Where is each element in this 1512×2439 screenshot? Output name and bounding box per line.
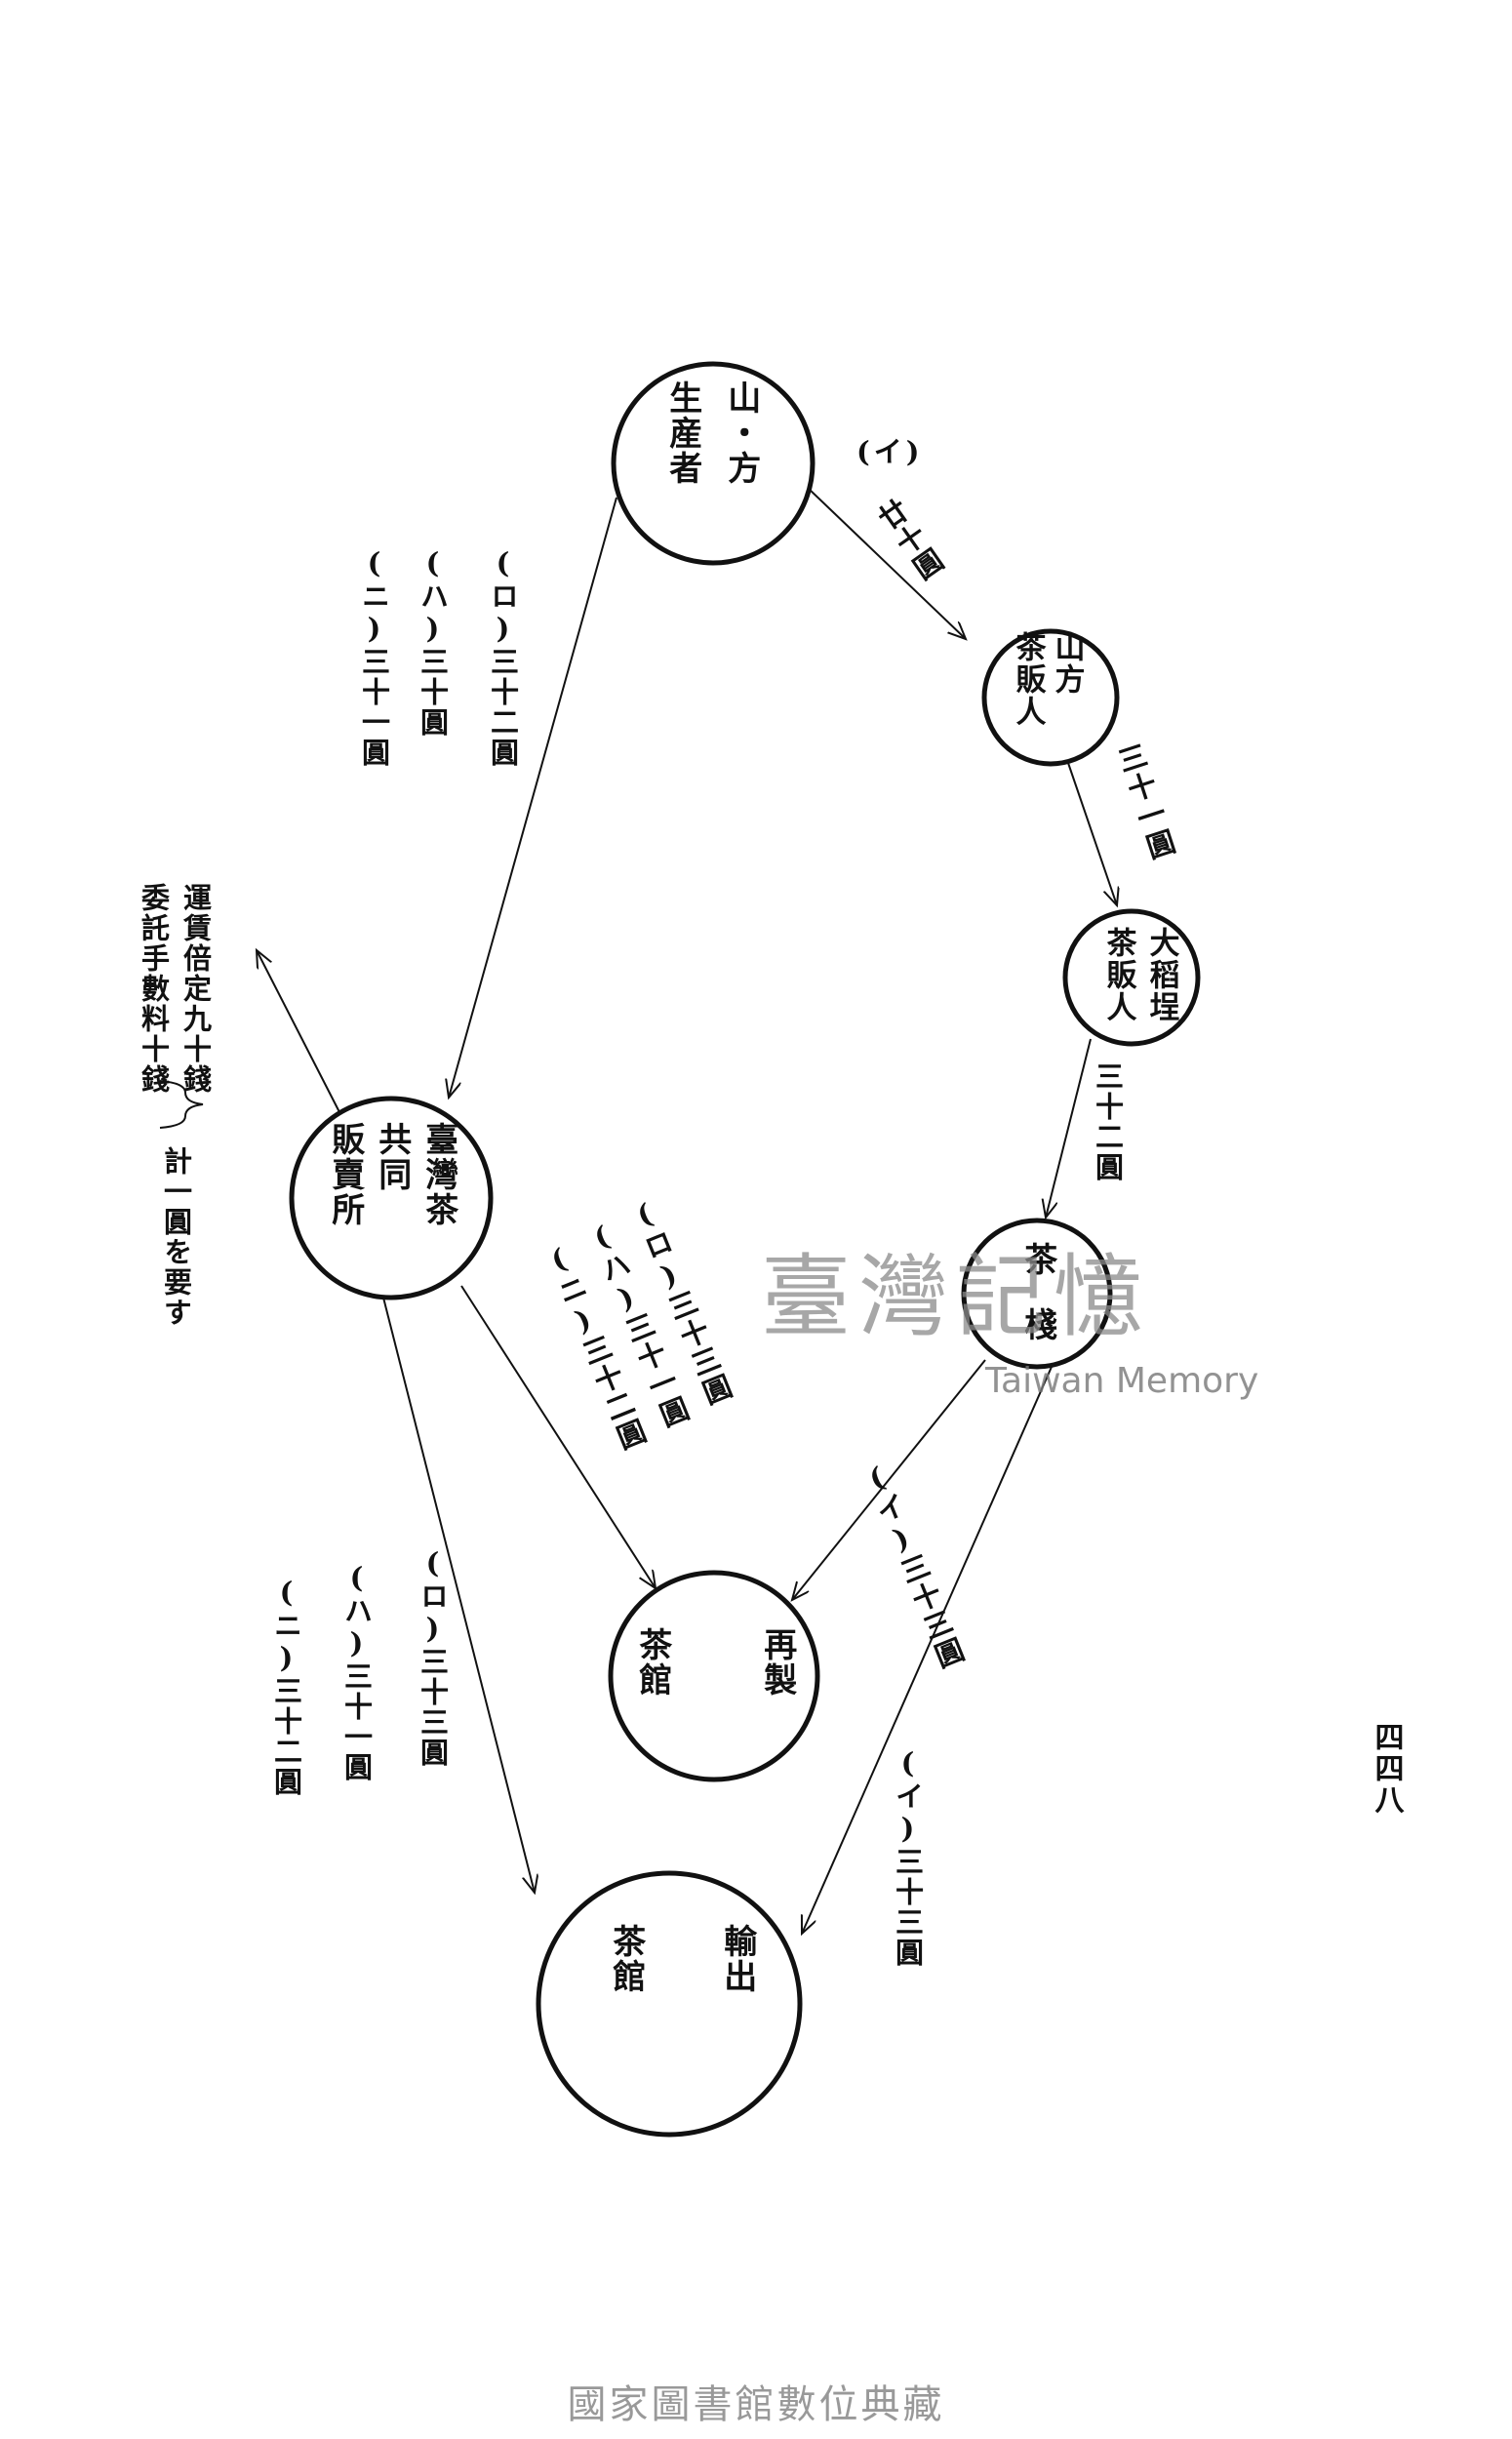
- page-number: 四四八: [1369, 1722, 1404, 1816]
- label-office-export-col3: (ニ)三十二圓: [269, 1576, 303, 1797]
- label-teahouse-export: (イ)三十三圓: [891, 1746, 925, 1968]
- node-refinery-circle: [608, 1570, 820, 1782]
- watermark-title: 臺灣記憶: [761, 1245, 1152, 1349]
- node-tea-house-circle: [961, 1218, 1113, 1370]
- node-export-house-circle: [536, 1870, 803, 2138]
- export-text-col2: 茶館: [606, 1924, 646, 1994]
- edge-teahouse-to-refinery: [792, 1359, 986, 1600]
- edge-office-fee-branch: [257, 950, 340, 1113]
- office-text-col1: 臺灣茶: [418, 1122, 458, 1227]
- daitotei-dealer-text-col1: 大稻埕: [1143, 927, 1179, 1023]
- label-office-fee-col1: 運賃倍定九十錢: [179, 883, 213, 1095]
- label-office-fee-note: 計一圓を要す: [159, 1146, 193, 1328]
- label-producer-to-dealer-line1: (イ): [856, 435, 924, 468]
- refinery-text-col1: 再製: [757, 1627, 797, 1698]
- teahouse-text-col2: 棧: [1017, 1307, 1057, 1342]
- edge-office-to-refinery: [460, 1285, 656, 1588]
- office-text-col3: 販賣所: [325, 1122, 365, 1227]
- mountain-dealer-text-col1: 山方: [1049, 631, 1085, 696]
- edge-mountain-dealer-to-daitotei: [1067, 762, 1117, 905]
- office-text-col2: 共同: [372, 1122, 412, 1192]
- edge-office-to-export: [382, 1297, 535, 1893]
- export-text-col1: 輸出: [717, 1924, 757, 1994]
- edge-producer-to-mountain-dealer: [807, 487, 966, 639]
- edge-teahouse-to-export: [802, 1366, 1053, 1934]
- label-office-export-col2: (ハ)三十一圓: [339, 1561, 374, 1782]
- teahouse-text-col1: 茶: [1017, 1242, 1057, 1277]
- watermark-subtitle: Taiwan Memory: [985, 1361, 1259, 1401]
- node-mountain-tea-dealer-circle: [981, 628, 1120, 767]
- label-office-fee-col2: 委託手數料十錢: [137, 883, 171, 1095]
- daitotei-dealer-text-col2: 茶販人: [1100, 927, 1136, 1023]
- label-daitotei-to-teahouse: 三十二圓: [1091, 1061, 1125, 1182]
- mountain-dealer-text-col2: 茶販人: [1010, 631, 1046, 728]
- fee-bracket: [159, 1080, 204, 1129]
- edge-daitotei-to-teahouse: [1046, 1038, 1092, 1218]
- node-producer-circle: [611, 361, 816, 566]
- footer-caption: 國家圖書館數位典藏: [567, 2382, 945, 2427]
- producer-text-col2: 生産者: [662, 380, 702, 486]
- edge-producer-to-office: [449, 497, 617, 1098]
- label-producer-office-col1: (ロ)三十二圓: [486, 546, 520, 768]
- producer-text-col1: 山・方: [721, 380, 761, 486]
- label-producer-office-col2: (ハ)三十圓: [416, 546, 450, 738]
- refinery-text-col2: 茶館: [632, 1627, 672, 1698]
- label-producer-office-col3: (ニ)三十一圓: [357, 546, 391, 768]
- node-joint-sales-office-circle: [289, 1096, 494, 1300]
- label-office-export-col1: (ロ)三十三圓: [416, 1546, 450, 1768]
- node-daitotei-tea-dealer-circle: [1062, 908, 1201, 1047]
